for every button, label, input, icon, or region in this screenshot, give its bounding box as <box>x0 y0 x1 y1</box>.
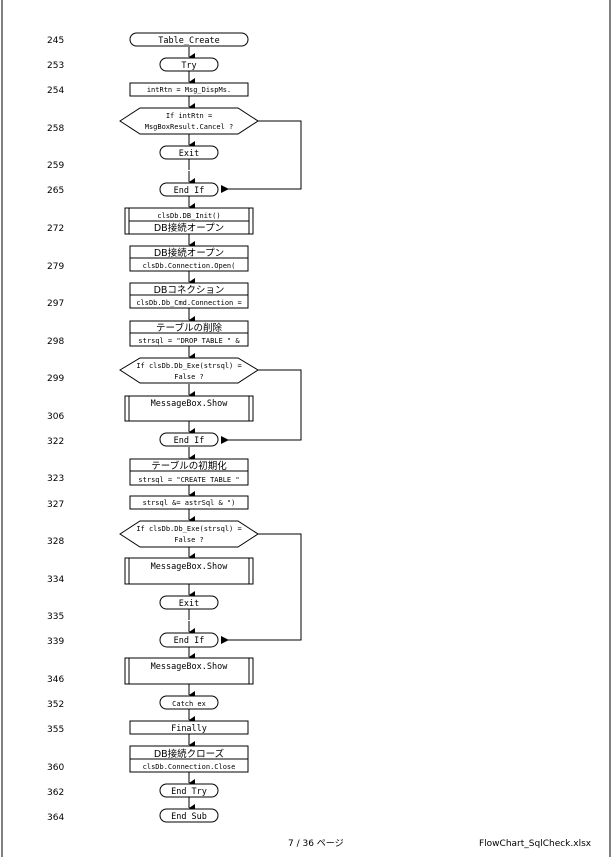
process-create-table: テーブルの初期化 strsql = "CREATE TABLE " <box>129 458 249 486</box>
terminal-try: Try <box>159 57 219 72</box>
process-finally: Finally <box>129 720 249 735</box>
node-label: End If <box>174 186 205 196</box>
line-number: 245 <box>47 36 64 46</box>
terminal-exit-1: Exit <box>159 145 219 160</box>
line-number: 253 <box>47 61 64 71</box>
node-label: Exit <box>179 149 199 159</box>
node-label: DB接続オープン <box>154 222 224 234</box>
line-number: 299 <box>47 374 64 384</box>
node-label: clsDb.DB_Init() <box>157 212 220 220</box>
file-name: FlowChart_SqlCheck.xlsx <box>479 839 592 849</box>
node-label: MessageBox.Show <box>151 399 229 409</box>
decision-db-exe-drop: If clsDb.Db_Exe(strsql) = False ? <box>119 357 259 384</box>
node-label: DB接続オープン <box>154 247 224 259</box>
process-db-connection: DBコネクション clsDb.Db_Cmd.Connection = <box>129 282 249 309</box>
node-label: clsDb.Connection.Close <box>143 763 236 771</box>
process-connection-open: DB接続オープン clsDb.Connection.Open( <box>129 245 249 272</box>
node-label: テーブルの初期化 <box>151 460 227 472</box>
node-label: Exit <box>179 599 199 609</box>
node-label: DBコネクション <box>154 285 225 296</box>
decision-intrtn-cancel: If intRtn = MsgBoxResult.Cancel ? <box>119 107 259 135</box>
connectors <box>188 47 302 812</box>
line-number: 259 <box>47 161 64 171</box>
node-label: MsgBoxResult.Cancel ? <box>145 123 234 131</box>
terminal-table-create: Table_Create <box>129 32 249 47</box>
node-label: If intRtn = <box>166 112 212 120</box>
decision-db-exe-create: If clsDb.Db_Exe(strsql) = False ? <box>119 520 259 548</box>
line-number: 352 <box>47 700 64 710</box>
node-label: Catch ex <box>172 700 206 708</box>
node-label: If clsDb.Db_Exe(strsql) = <box>136 525 241 533</box>
node-label: DB接続クローズ <box>154 748 225 760</box>
line-number: 279 <box>47 262 64 272</box>
line-number: 346 <box>47 675 64 685</box>
node-label: If clsDb.Db_Exe(strsql) = <box>136 362 241 370</box>
terminal-exit-2: Exit <box>159 595 219 610</box>
subprocess-messagebox-2: MessageBox.Show <box>124 557 254 585</box>
process-connection-close: DB接続クローズ clsDb.Connection.Close <box>129 745 249 773</box>
node-label: False ? <box>174 373 204 381</box>
line-number: 254 <box>47 86 64 96</box>
terminal-end-if-2: End If <box>159 432 219 447</box>
subprocess-db-init: clsDb.DB_Init() DB接続オープン <box>124 207 254 235</box>
node-label: End If <box>174 636 205 646</box>
subprocess-messagebox-1: MessageBox.Show <box>124 395 254 422</box>
line-number: 258 <box>47 124 64 134</box>
terminal-end-sub: End Sub <box>159 808 219 823</box>
line-number: 327 <box>47 500 64 510</box>
terminal-end-try: End Try <box>159 783 219 798</box>
node-label: End Try <box>171 787 207 797</box>
subprocess-messagebox-3: MessageBox.Show <box>124 657 254 685</box>
node-label: strsql &= astrSql & ") <box>143 499 236 507</box>
node-label: Table_Create <box>158 36 219 46</box>
node-label: Try <box>181 61 196 71</box>
node-label: MessageBox.Show <box>151 562 229 572</box>
line-number: 328 <box>47 537 64 547</box>
line-number: 272 <box>47 224 64 234</box>
process-drop-table: テーブルの削除 strsql = "DROP TABLE " & <box>129 320 249 347</box>
node-label: strsql = "CREATE TABLE " <box>138 476 239 484</box>
line-number: 298 <box>47 337 64 347</box>
node-label: strsql = "DROP TABLE " & <box>138 337 240 345</box>
node-label: テーブルの削除 <box>156 322 222 334</box>
line-numbers: 245 253 254 258 259 265 272 279 297 298 … <box>47 36 64 823</box>
node-label: clsDb.Db_Cmd.Connection = <box>136 299 241 307</box>
line-number: 339 <box>47 637 64 647</box>
line-number: 323 <box>47 474 64 484</box>
line-number: 355 <box>47 725 64 735</box>
process-msg-disp: intRtn = Msg_DispMs. <box>129 82 249 97</box>
line-number: 362 <box>47 788 64 798</box>
terminal-catch: Catch ex <box>159 695 219 710</box>
terminal-end-if-1: End If <box>159 182 219 197</box>
line-number: 306 <box>47 412 64 422</box>
line-number: 335 <box>47 612 64 622</box>
node-label: End Sub <box>171 812 207 822</box>
node-label: Finally <box>171 724 207 734</box>
node-label: End If <box>174 436 205 446</box>
line-number: 364 <box>47 813 64 823</box>
terminal-end-if-3: End If <box>159 632 219 648</box>
node-label: clsDb.Connection.Open( <box>143 262 236 270</box>
line-number: 334 <box>47 575 64 585</box>
process-append-sql: strsql &= astrSql & ") <box>129 495 249 510</box>
line-number: 360 <box>47 763 64 773</box>
node-label: intRtn = Msg_DispMs. <box>147 86 231 94</box>
line-number: 322 <box>47 437 64 447</box>
line-number: 265 <box>47 186 64 196</box>
page-indicator: 7 / 36 ページ <box>288 839 344 849</box>
node-label: False ? <box>174 536 204 544</box>
node-label: MessageBox.Show <box>151 662 229 672</box>
line-number: 297 <box>47 299 64 309</box>
